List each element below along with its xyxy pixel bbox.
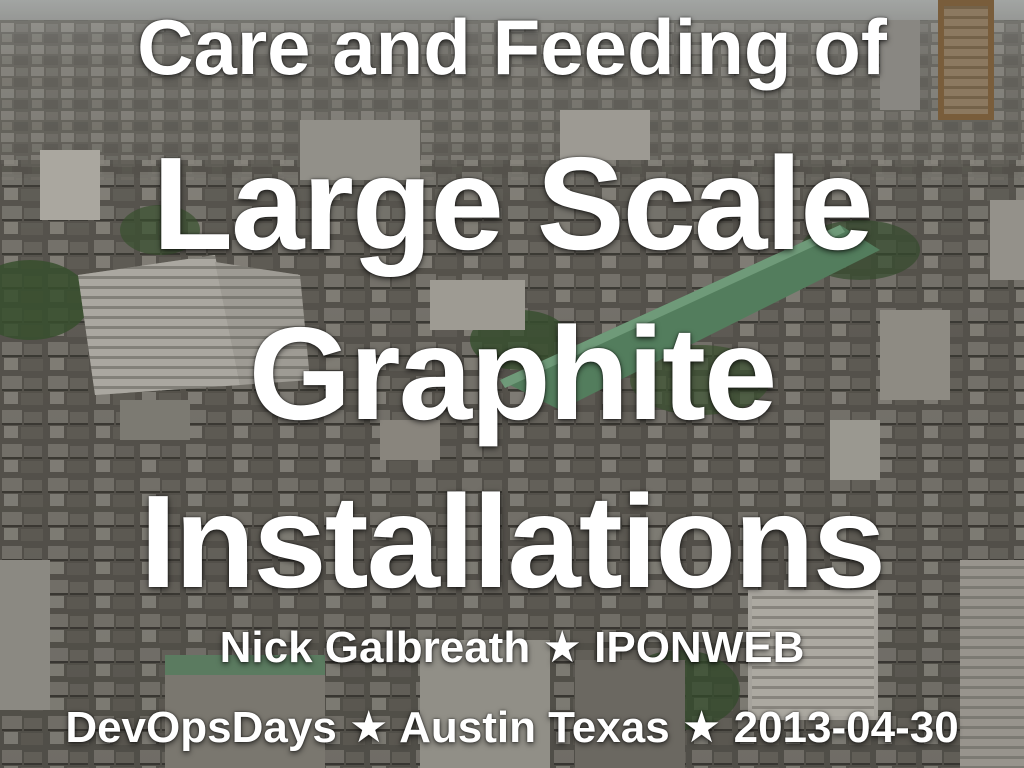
star-icon: ★ bbox=[681, 703, 722, 752]
author-name: Nick Galbreath bbox=[219, 623, 531, 672]
star-icon: ★ bbox=[542, 623, 582, 672]
title-line-2: Large Scale bbox=[152, 130, 873, 277]
event-date: 2013-04-30 bbox=[733, 703, 959, 752]
star-icon: ★ bbox=[349, 703, 389, 752]
event-location: Austin Texas bbox=[399, 703, 670, 752]
title-line-3: Graphite bbox=[248, 300, 778, 447]
event-line: DevOpsDays ★ Austin Texas ★ 2013-04-30 bbox=[0, 706, 1024, 750]
author-line: Nick Galbreath ★ IPONWEB bbox=[0, 626, 1024, 670]
title-line-1: Care and Feeding of bbox=[137, 3, 887, 91]
title-line-4: Installations bbox=[139, 468, 886, 615]
event-name: DevOpsDays bbox=[65, 703, 337, 752]
company-name: IPONWEB bbox=[594, 623, 805, 672]
